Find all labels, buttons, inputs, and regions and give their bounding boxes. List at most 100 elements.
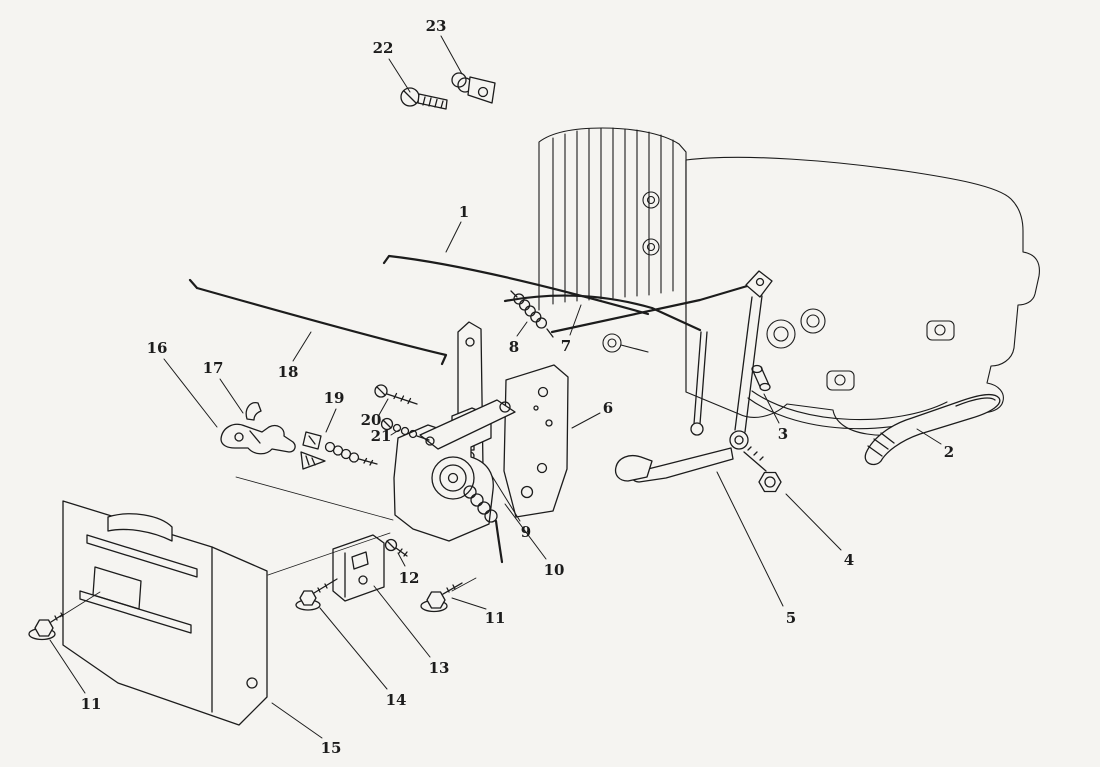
- callout-leader-10: [504, 503, 547, 560]
- plate-outline: [62, 500, 268, 726]
- bolt-shaft: [442, 582, 463, 595]
- callout-label-14: 14: [386, 691, 407, 709]
- callout-leader-8: [516, 321, 528, 337]
- part-13-bracket: [332, 534, 385, 602]
- cylinder-fins: [552, 127, 674, 305]
- callout-label-5: 5: [786, 609, 796, 627]
- screw-shaft: [395, 547, 408, 557]
- callout-label-21: 21: [371, 427, 392, 445]
- part-12-screw: [384, 538, 408, 557]
- part-20-screw: [374, 384, 418, 405]
- lever-pivot-hole: [734, 435, 744, 445]
- clip-body: [220, 423, 296, 455]
- bolt-hex-head: [426, 591, 446, 609]
- part-1-throttle-rod: [382, 254, 650, 316]
- callout-label-10: 10: [544, 561, 565, 579]
- head-bolt: [642, 238, 660, 256]
- screw-slot: [376, 386, 386, 396]
- screw-spring-coil: [348, 452, 360, 463]
- callout-label-18: 18: [278, 363, 299, 381]
- lever-hole: [425, 436, 435, 446]
- spring-coil: [518, 299, 531, 311]
- callout-leader-20: [378, 398, 389, 416]
- callout-leader-17: [219, 378, 244, 414]
- plate-hole: [520, 485, 534, 499]
- callout-label-20: 20: [361, 411, 382, 429]
- callout-label-16: 16: [147, 339, 168, 357]
- screw-spring-coil: [408, 429, 418, 439]
- callout-leader-5: [716, 471, 784, 607]
- part-22-screw: [400, 87, 448, 110]
- nut-hex: [758, 471, 782, 493]
- plate-hole: [533, 405, 539, 411]
- spring-coil: [513, 293, 525, 305]
- lever-clevis: [745, 270, 773, 298]
- screw-tip: [416, 435, 430, 441]
- pin-end: [759, 382, 771, 392]
- callout-label-3: 3: [778, 425, 788, 443]
- linkage-boss-bore: [607, 338, 617, 348]
- pivot-stud: [743, 446, 767, 472]
- part-15-cover-plate: [62, 500, 268, 726]
- callout-label-2: 2: [944, 443, 954, 461]
- plate-window: [92, 566, 142, 610]
- callout-leader-23: [440, 35, 463, 75]
- bracket-plate: [503, 364, 569, 518]
- engine-block: [538, 127, 1040, 436]
- rod-line: [503, 282, 756, 334]
- screw-spring-coil: [392, 423, 402, 433]
- callout-leader-1: [445, 221, 462, 253]
- part-11-bolt-left: [28, 610, 69, 641]
- bracket-square-hole: [351, 551, 369, 570]
- clip-hole: [234, 432, 244, 442]
- spring-coil: [530, 311, 542, 323]
- part-18-governor-rod: [188, 278, 448, 366]
- part-11-bolt-right: [420, 582, 463, 613]
- lever-link: [693, 331, 708, 425]
- callout-leader-22: [388, 58, 411, 93]
- part-9-spring-coil: [477, 501, 491, 515]
- callout-leader-14: [319, 607, 388, 690]
- callout-leader-15: [271, 702, 323, 739]
- callout-leader-7: [569, 304, 582, 336]
- callout-label-15: 15: [321, 739, 342, 757]
- crankcase-boss: [766, 319, 796, 349]
- head-bolt-center: [646, 242, 656, 252]
- rod-line: [188, 278, 448, 366]
- screw-threads: [422, 96, 444, 109]
- part-7-link-rod: [503, 282, 756, 334]
- bracket-hole: [465, 337, 475, 347]
- clip-detail: [249, 430, 261, 444]
- mount-ear-hole: [934, 324, 946, 336]
- part-9-spring-coil: [470, 493, 484, 507]
- link-eye: [690, 422, 704, 436]
- callout-label-17: 17: [203, 359, 224, 377]
- callout-label-8: 8: [509, 338, 519, 356]
- spring-coil: [524, 305, 536, 317]
- callout-leader-19: [325, 408, 337, 433]
- callout-label-19: 19: [324, 389, 345, 407]
- callout-leader-21: [390, 429, 400, 436]
- throttle-barrel-inner: [439, 464, 467, 492]
- callout-leader-2: [916, 428, 942, 445]
- callout-leader-12: [397, 552, 406, 567]
- callout-leader-4: [785, 493, 842, 551]
- callout-leader-11: [49, 639, 86, 694]
- callout-leader-3: [763, 393, 780, 424]
- callout-label-7: 7: [561, 337, 571, 355]
- screw-spring-coil: [400, 426, 410, 436]
- callout-label-11: 11: [81, 695, 102, 713]
- handle-grip-hatch: [867, 432, 895, 457]
- callout-label-1: 1: [459, 203, 469, 221]
- crankcase-boss-bore: [806, 314, 820, 328]
- screw-slot: [403, 90, 417, 104]
- throttle-body-assembly: [393, 399, 516, 564]
- lever-arm: [734, 295, 763, 433]
- nut-bore: [764, 476, 776, 488]
- screw-tip: [358, 457, 378, 466]
- plate-hole: [536, 462, 548, 474]
- plate-lip: [107, 513, 173, 542]
- plate-hole: [537, 386, 549, 398]
